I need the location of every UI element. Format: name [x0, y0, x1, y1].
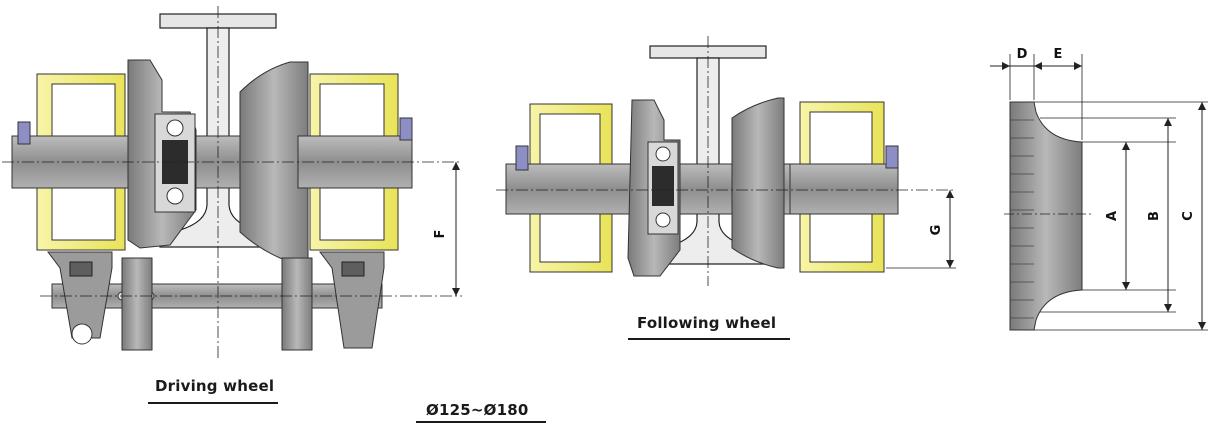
driving-bearing	[154, 113, 196, 213]
following-left-housing	[505, 103, 647, 273]
dim-label-b: B	[1147, 211, 1162, 221]
wheel-profile-body	[1009, 101, 1083, 331]
dimension-c: C	[1181, 102, 1206, 330]
caption-size-range: Ø125~Ø180	[426, 401, 529, 419]
wheel-profile-section: D E A B C	[990, 47, 1208, 331]
wheel-profile-serrations	[1010, 119, 1034, 319]
driving-bracket-right	[319, 251, 385, 349]
caption-following-underline	[628, 338, 790, 340]
driving-gear-block-left	[121, 257, 153, 351]
dimension-e: E	[1034, 47, 1082, 70]
driving-wheel-assembly: F	[2, 6, 462, 360]
dimension-a: A	[1105, 142, 1130, 290]
dim-label-e: E	[1054, 47, 1063, 62]
following-bearing	[647, 141, 679, 235]
dimension-b: B	[1147, 118, 1172, 312]
dim-label-f: F	[433, 230, 448, 239]
following-wheel-assembly: G	[496, 36, 956, 286]
driving-bracket-left	[47, 251, 113, 345]
following-right-drum	[731, 97, 785, 269]
dimension-f: F	[433, 162, 460, 296]
caption-driving-underline	[148, 402, 278, 404]
dim-label-c: C	[1181, 211, 1196, 221]
dimension-d: D	[990, 47, 1034, 70]
caption-following-wheel: Following wheel	[637, 314, 777, 332]
caption-size-range-underline	[416, 421, 546, 423]
dim-label-a: A	[1105, 211, 1120, 221]
dim-label-g: G	[929, 225, 944, 236]
driving-gear-block-right	[281, 257, 313, 351]
caption-driving-wheel: Driving wheel	[155, 377, 275, 395]
dim-label-d: D	[1017, 47, 1028, 62]
driving-right-housing	[297, 73, 413, 251]
dimension-g: G	[929, 190, 954, 268]
following-right-housing	[789, 101, 899, 273]
